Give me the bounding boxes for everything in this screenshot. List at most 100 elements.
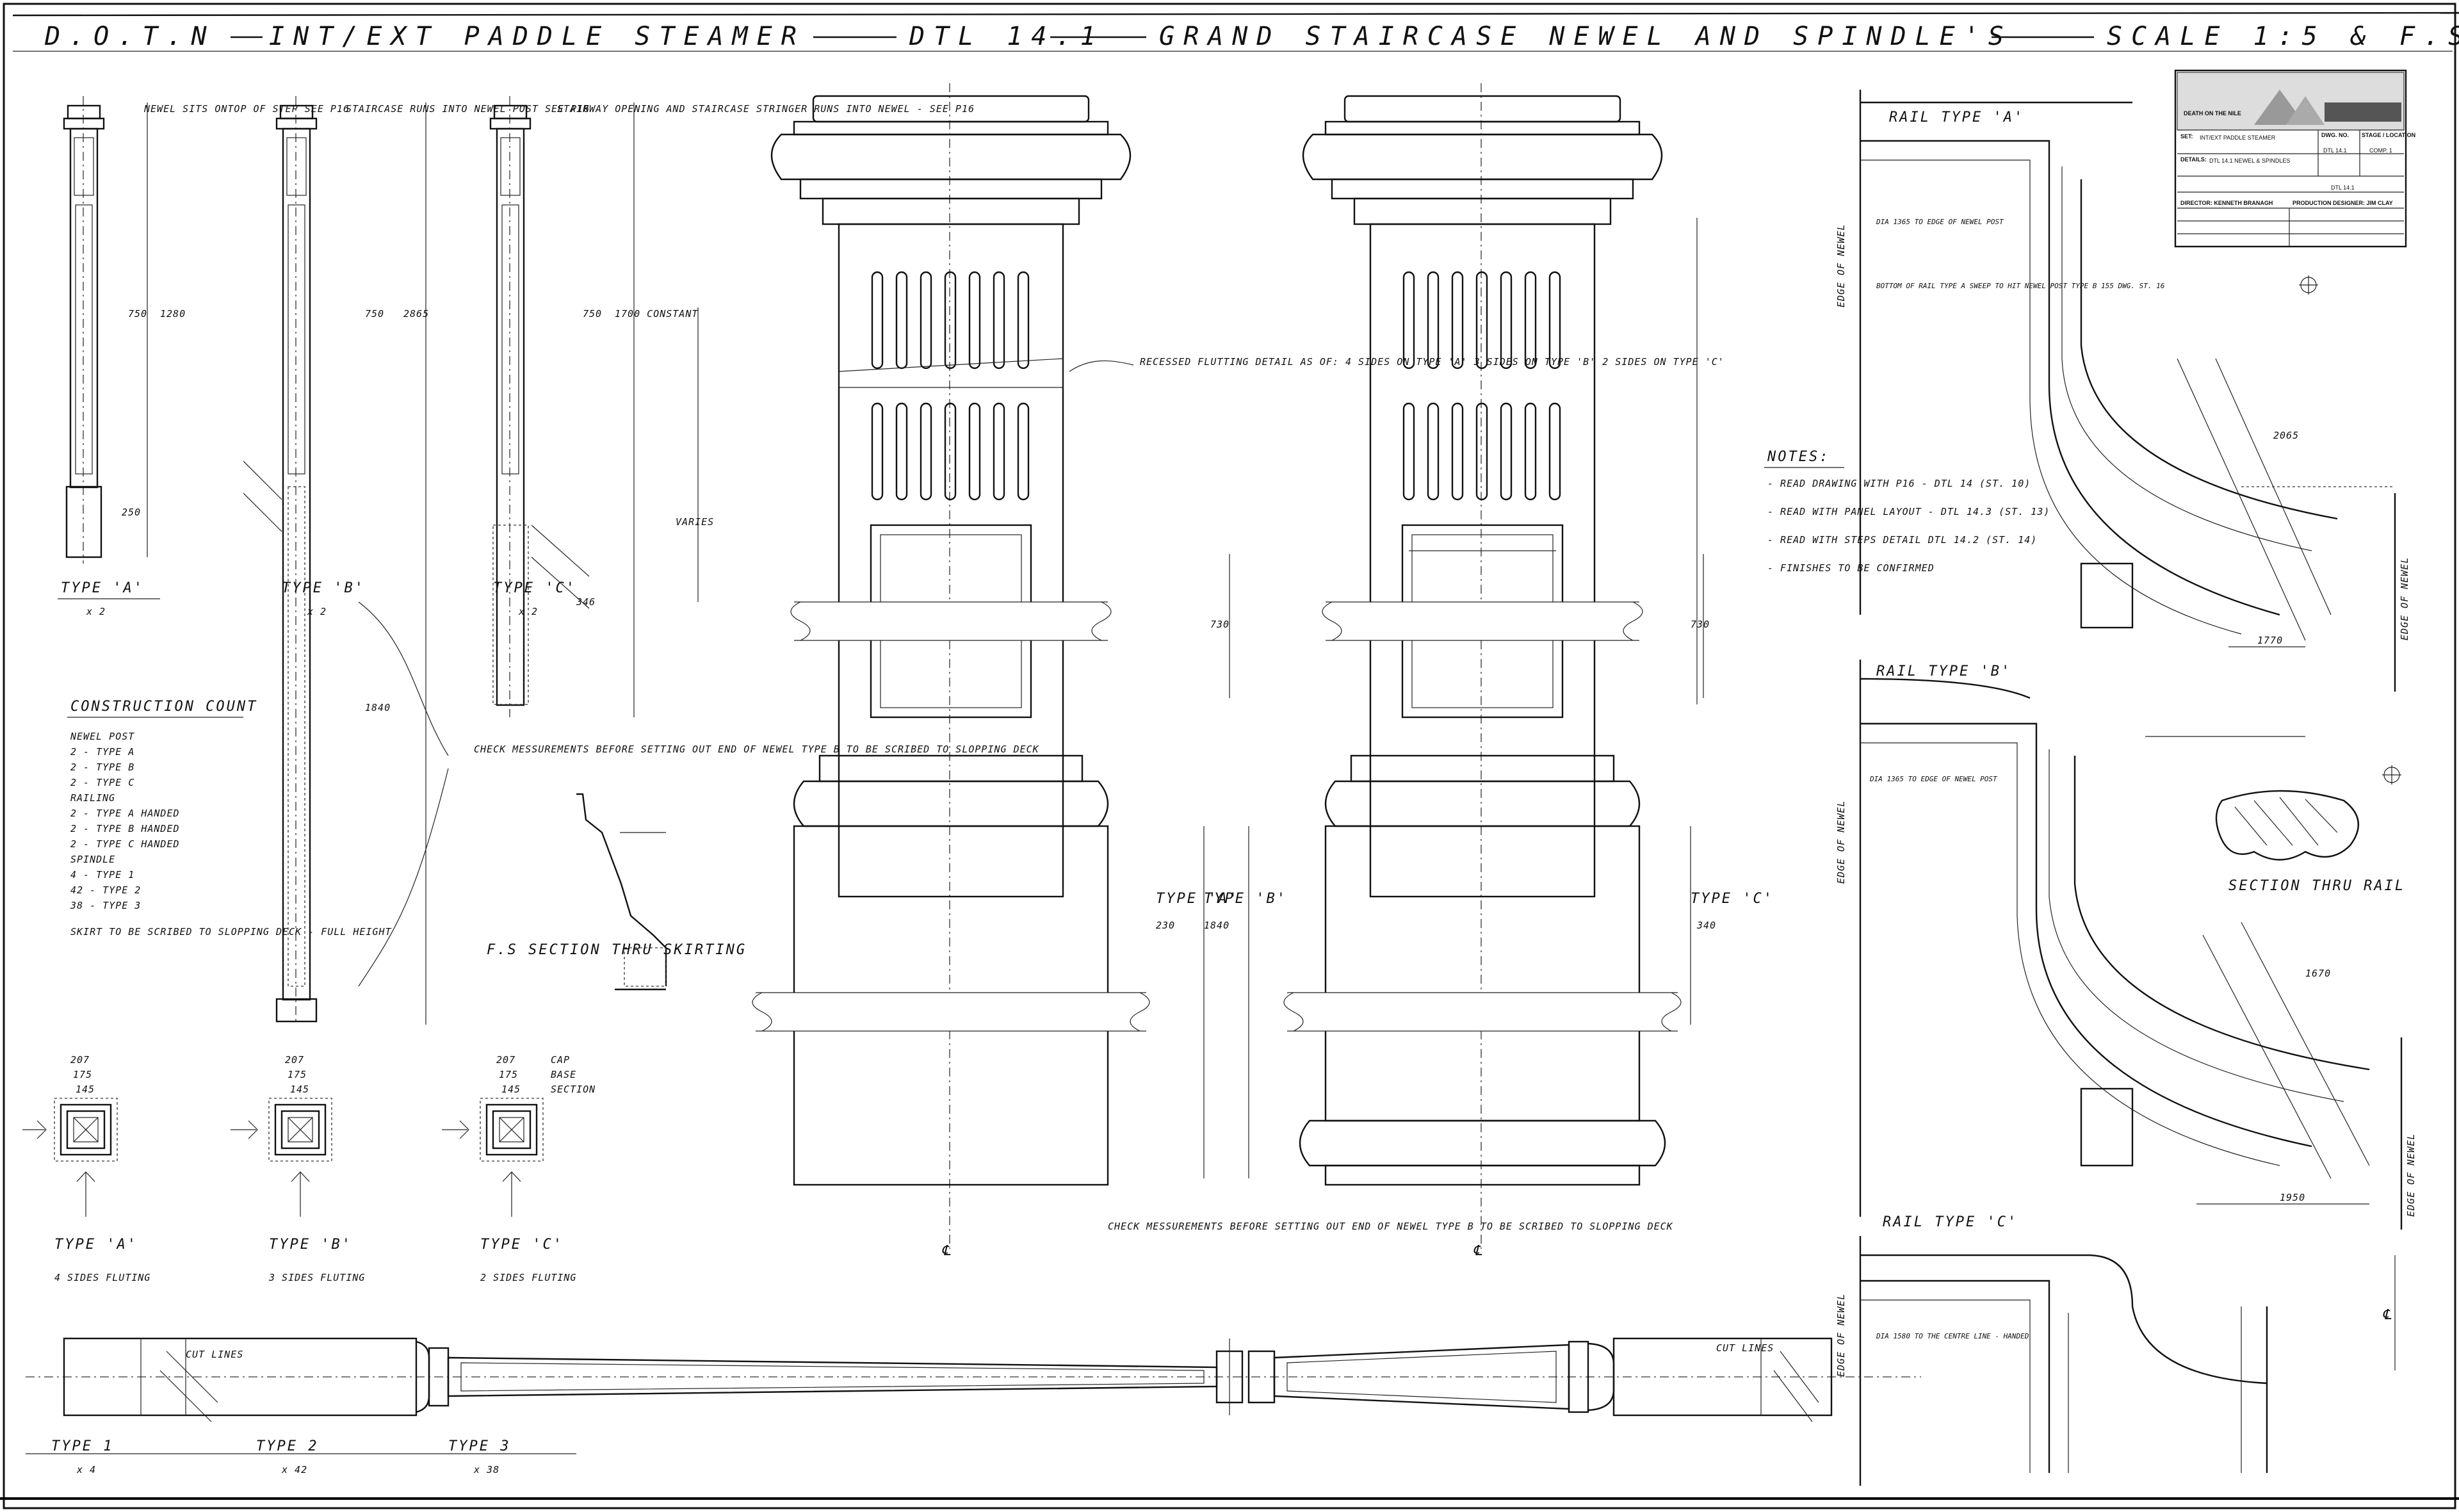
- flute: [1524, 402, 1537, 501]
- rail-b-edge-label-right: EDGE OF NEWEL: [2405, 1134, 2417, 1217]
- plan-c-callout-cap: CAP: [551, 1054, 570, 1066]
- construction-count-line-9: 4 - TYPE 1: [70, 869, 134, 881]
- fluting-note: RECESSED FLUTTING DETAIL AS OF: 4 SIDES …: [1140, 356, 1725, 368]
- newel-a-label: TYPE 'A': [61, 580, 144, 596]
- type-a-dim-val: 230: [1156, 920, 1175, 931]
- tb-dwg-no-value: DTL 14.1: [2323, 147, 2347, 154]
- notes-line-1: - READ WITH PANEL LAYOUT - DTL 14.3 (ST.…: [1767, 506, 2050, 517]
- cut-lines-left: CUT LINES: [186, 1349, 243, 1360]
- newel-type-a-elevation: 750 1280 250 NEWEL SITS ONTOP OF STEP SE…: [58, 96, 350, 617]
- flute: [1402, 402, 1415, 501]
- flute: [1427, 271, 1440, 370]
- rail-type-a: RAIL TYPE 'A' EDGE OF NEWEL EDGE OF NEWE…: [1835, 90, 2410, 692]
- rail-a-note2: BOTTOM OF RAIL TYPE A SWEEP TO HIT NEWEL…: [1876, 282, 2165, 290]
- tb-director: DIRECTOR: KENNETH BRANAGH: [2180, 200, 2273, 206]
- newel-b-note: STAIRCASE RUNS INTO NEWEL POST SEE P16: [346, 103, 590, 115]
- flute: [944, 402, 957, 501]
- rail-b-note: DIA 1365 TO EDGE OF NEWEL POST: [1869, 775, 1998, 783]
- flute: [1500, 402, 1513, 501]
- flute: [895, 402, 908, 501]
- rail-a-note: DIA 1365 TO EDGE OF NEWEL POST: [1876, 218, 2004, 226]
- rail-c-edge-label: EDGE OF NEWEL: [1835, 1294, 1847, 1377]
- flute: [1548, 271, 1561, 370]
- newel-a-note: NEWEL SITS ONTOP OF STEP SEE P16: [143, 103, 350, 115]
- rail-a-edge-label: EDGE OF NEWEL: [1835, 224, 1847, 307]
- construction-count-line-3: 2 - TYPE C: [70, 777, 134, 788]
- flute: [944, 271, 957, 370]
- spindle-3-label: TYPE 3: [448, 1438, 510, 1454]
- title-project: D.O.T.N: [44, 22, 216, 51]
- flute: [1524, 271, 1537, 370]
- plan-a-label: TYPE 'A': [54, 1237, 138, 1253]
- large-newel-side: ℄ 730: [1283, 83, 1709, 1259]
- newel-c-note: STAIRWAY OPENING AND STAIRCASE STRINGER …: [557, 103, 975, 115]
- plan-a-dim-outer: 207: [70, 1054, 90, 1066]
- rail-a-label: RAIL TYPE 'A': [1889, 110, 2024, 126]
- tb-set-label: SET:: [2180, 133, 2193, 140]
- newel-a-qty: x 2: [86, 606, 106, 617]
- plan-c-callout-base: BASE: [551, 1069, 576, 1080]
- rail-a-dim: 1770: [2257, 635, 2283, 646]
- newel-c-qty: x 2: [518, 606, 538, 617]
- tb-details-label: DETAILS:: [2180, 156, 2207, 163]
- notes-line-0: - READ DRAWING WITH P16 - DTL 14 (ST. 10…: [1767, 478, 2031, 489]
- rail-b-dim: 1950: [2280, 1192, 2305, 1203]
- construction-count-heading: CONSTRUCTION COUNT: [70, 699, 257, 715]
- tb-dwg-no-label: DWG. NO.: [2321, 132, 2349, 138]
- fs-section-label: F.S SECTION THRU SKIRTING: [487, 942, 747, 958]
- plan-a-dim-mid: 175: [73, 1069, 92, 1080]
- large-newel-front: ℄ 730: [752, 83, 1230, 1259]
- spindle-elevation: CUT LINES CUT LINES TYPE 1 x 4 TYPE 2 x …: [26, 1337, 1921, 1475]
- newel-a-base-dim: 250: [122, 507, 141, 518]
- tb-revision: DTL 14.1: [2331, 184, 2355, 191]
- plan-type-c: 207 175 145 CAP BASE SECTION TYPE 'C' 2 …: [442, 1054, 595, 1283]
- flute: [1451, 402, 1464, 501]
- plan-c-dim-outer: 207: [496, 1054, 515, 1066]
- construction-count-line-10: 42 - TYPE 2: [70, 884, 141, 896]
- newel-b-height-dim: 2865: [403, 308, 429, 320]
- spindle-1-label: TYPE 1: [51, 1438, 113, 1454]
- construction-count-line-5: 2 - TYPE A HANDED: [70, 808, 180, 819]
- newel-a-top-dim: 750: [128, 308, 147, 320]
- skirting-note: SKIRT TO BE SCRIBED TO SLOPPING DECK - F…: [70, 926, 392, 938]
- type-dims: TYPE 'A' 230 TYPE 'B' 1840 TYPE 'C' 340: [1156, 826, 1772, 1178]
- large-dim-mid-left: 730: [1210, 619, 1230, 630]
- newel-b-total-dim: 1840: [365, 702, 391, 713]
- plan-c-label: TYPE 'C': [480, 1237, 564, 1253]
- type-c-dim-val: 340: [1696, 920, 1716, 931]
- plan-b-dim-inner: 145: [290, 1084, 309, 1095]
- section-rail-label: SECTION THRU RAIL: [2228, 878, 2405, 894]
- construction-count-line-1: 2 - TYPE A: [70, 746, 134, 758]
- plan-c-dim-inner: 145: [501, 1084, 521, 1095]
- newel-type-c-elevation: 750 1700 CONSTANT 346 STAIRWAY OPENING A…: [489, 96, 975, 717]
- notes-line-3: - FINISHES TO BE CONFIRMED: [1767, 562, 1935, 574]
- newel-c-height-dim: 1700 CONSTANT: [615, 308, 698, 320]
- rail-c-label: RAIL TYPE 'C': [1883, 1214, 2018, 1230]
- rail-a-edge-label-right: EDGE OF NEWEL: [2399, 557, 2410, 640]
- newel-c-label: TYPE 'C': [493, 580, 576, 596]
- tb-details-value: DTL 14.1 NEWEL & SPINDLES: [2209, 158, 2290, 164]
- tb-set-value: INT/EXT PADDLE STEAMER: [2200, 134, 2276, 141]
- rail-type-b: RAIL TYPE 'B' EDGE OF NEWEL EDGE OF NEWE…: [1835, 660, 2417, 1230]
- type-a-dim-label: TYPE 'A': [1156, 891, 1239, 907]
- notes-block: NOTES: - READ DRAWING WITH P16 - DTL 14 …: [1764, 449, 2050, 574]
- newel-b-label: TYPE 'B': [282, 580, 365, 596]
- plan-views: 207 175 145 TYPE 'A' 4 SIDES FLUTING 207…: [22, 1054, 595, 1283]
- plan-a-dim-inner: 145: [76, 1084, 95, 1095]
- newel-type-b-elevation: 750 2865 1840 STAIRCASE RUNS INTO NEWEL …: [243, 96, 590, 1025]
- construction-count-line-6: 2 - TYPE B HANDED: [70, 823, 180, 834]
- newel-b-qty: x 2: [307, 606, 327, 617]
- top-border-line: [12, 12, 2459, 17]
- rail-a-diag-dim: 2065: [2273, 430, 2299, 441]
- flute: [1548, 402, 1561, 501]
- centre-mark-3: ℄: [2382, 1307, 2393, 1323]
- flute: [1017, 271, 1030, 370]
- spindle-3-qty: x 38: [473, 1464, 499, 1475]
- plan-type-b: 207 175 145 TYPE 'B' 3 SIDES FLUTING: [231, 1054, 364, 1283]
- cut-lines-right: CUT LINES: [1716, 1342, 1774, 1354]
- sheet-border: [3, 3, 2456, 1509]
- flute: [871, 402, 884, 501]
- title-subject: INT/EXT PADDLE STEAMER: [269, 22, 806, 51]
- plan-c-dim-mid: 175: [499, 1069, 518, 1080]
